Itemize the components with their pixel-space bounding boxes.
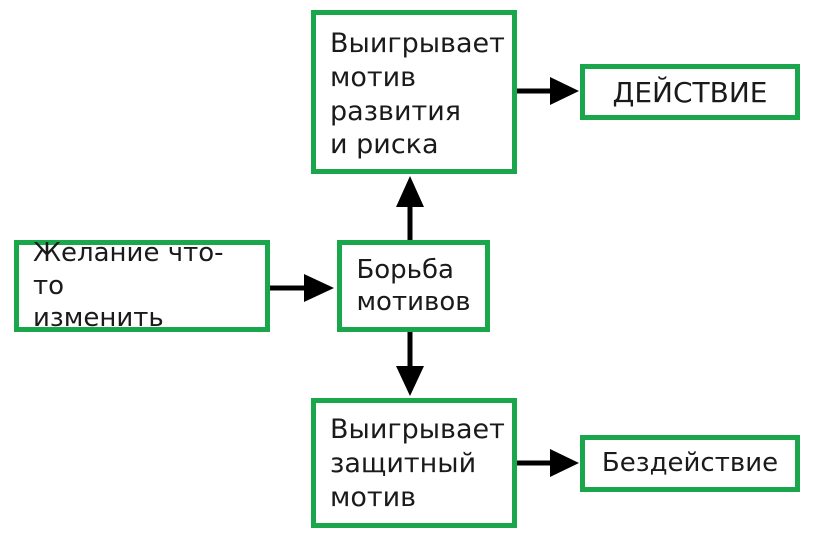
node-action: ДЕЙСТВИЕ [580,64,800,120]
node-action-label: ДЕЙСТВИЕ [612,75,768,109]
node-win-protective-motive: Выигрывает защитный мотив [311,398,517,528]
arrow-struggle-to-win-development [396,176,424,240]
node-win-development-risk-label: Выигрывает мотив развития и риска [330,28,505,161]
node-win-development-risk: Выигрывает мотив развития и риска [311,10,517,174]
node-struggle-of-motives: Борьба мотивов [337,240,490,332]
node-desire-to-change: Желание что-то изменить [14,238,270,334]
arrow-desire-to-struggle [270,274,334,302]
node-inaction: Бездействие [580,435,800,492]
arrow-win-protective-to-inaction [517,449,579,477]
node-inaction-label: Бездействие [601,448,779,479]
node-win-protective-motive-label: Выигрывает защитный мотив [330,414,505,513]
arrow-win-development-to-action [517,77,579,105]
node-struggle-of-motives-label: Борьба мотивов [356,254,471,318]
node-desire-to-change-label: Желание что-то изменить [33,238,224,334]
arrow-struggle-to-win-protective [396,332,424,396]
